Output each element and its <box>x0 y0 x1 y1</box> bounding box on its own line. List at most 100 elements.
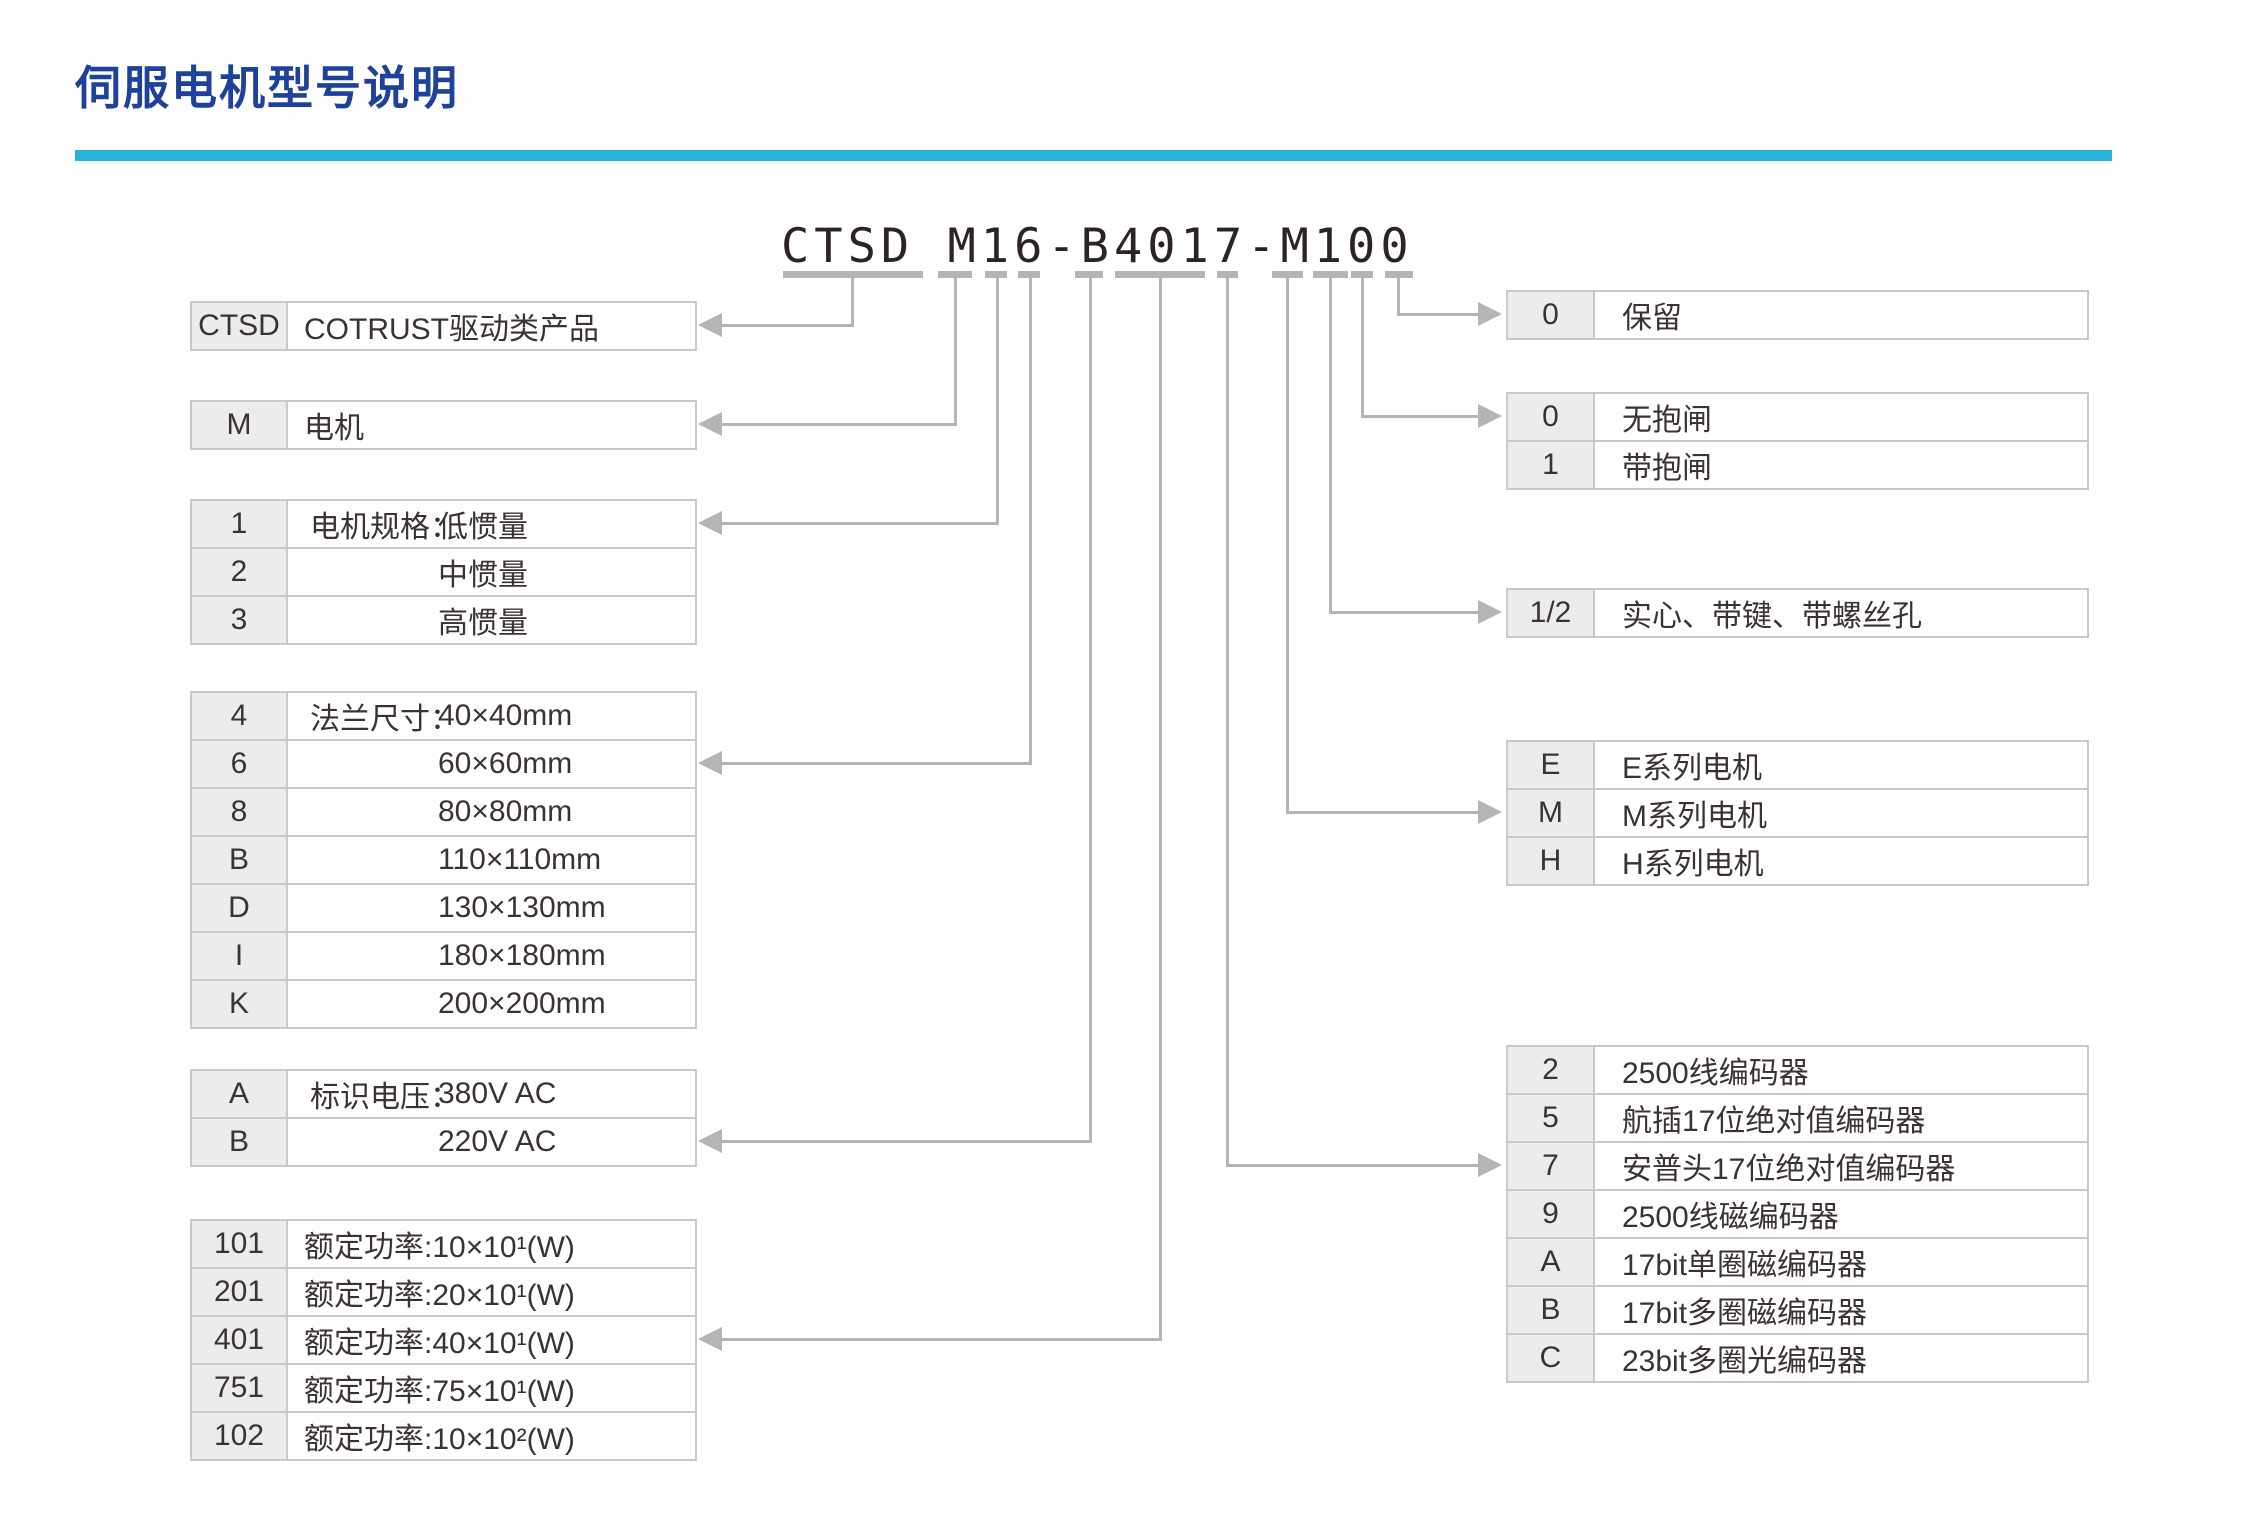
description-cell: 17bit单圈磁编码器 <box>1622 1249 1868 1282</box>
arrowhead-right-icon <box>1478 1153 1502 1177</box>
connector-line-vertical <box>1361 277 1364 418</box>
description-cell: 电机 <box>304 412 364 445</box>
title-underline-rule <box>75 150 2112 161</box>
connector-line-vertical <box>1286 277 1289 814</box>
description-label: 法兰尺寸： <box>310 703 460 736</box>
connector-line-horizontal <box>722 1140 1091 1143</box>
description-label: 标识电压： <box>310 1081 460 1114</box>
code-cell: 1 <box>1508 442 1595 488</box>
code-cell: 201 <box>192 1269 288 1315</box>
description-cell: 180×180mm <box>288 933 695 979</box>
connector-line-vertical <box>1029 277 1032 765</box>
description-cell: COTRUST驱动类产品 <box>304 313 599 346</box>
code-cell: 2 <box>1508 1047 1595 1093</box>
table-row: B 110×110mm <box>192 837 695 885</box>
code-cell: D <box>192 885 288 931</box>
description-cell: 220V AC <box>288 1119 695 1165</box>
description-cell: 130×130mm <box>288 885 695 931</box>
description-cell: H系列电机 <box>1622 848 1764 881</box>
code-cell: B <box>192 837 288 883</box>
description-cell: 200×200mm <box>288 981 695 1027</box>
code-cell: 7 <box>1508 1143 1595 1189</box>
description-value: 110×110mm <box>438 843 602 876</box>
description-cell: 中惯量 <box>288 549 695 595</box>
description-cell: 额定功率:10×10²(W) <box>304 1423 575 1456</box>
description-cell: 60×60mm <box>288 741 695 787</box>
code-cell: B <box>1508 1287 1595 1333</box>
connector-line-horizontal <box>722 762 1031 765</box>
connector-line-vertical <box>996 277 999 525</box>
description-value: 220V AC <box>438 1125 557 1158</box>
code-cell: M <box>192 402 288 448</box>
arrowhead-right-icon <box>1478 404 1502 428</box>
description-value: 200×200mm <box>438 987 606 1020</box>
model-number-text: CTSD M16-B4017-M100 <box>781 219 1414 274</box>
code-cell: 0 <box>1508 394 1595 440</box>
description-cell: 17bit多圈磁编码器 <box>1622 1297 1868 1330</box>
connector-line-horizontal <box>722 522 998 525</box>
code-cell: 101 <box>192 1221 288 1267</box>
char-underline-mark <box>783 271 923 278</box>
char-underline-mark <box>1272 271 1303 278</box>
table-row: M 电机 <box>192 402 695 448</box>
char-underline-mark <box>1313 271 1348 278</box>
code-cell: K <box>192 981 288 1027</box>
arrowhead-left-icon <box>698 313 722 337</box>
table-row: M M系列电机 <box>1508 790 2087 838</box>
connector-line-horizontal <box>1286 811 1478 814</box>
code-cell: B <box>192 1119 288 1165</box>
table-row: 201 额定功率:20×10¹(W) <box>192 1269 695 1317</box>
description-cell: 标识电压：380V AC <box>288 1071 695 1117</box>
connector-line-vertical <box>851 277 854 327</box>
code-cell: 2 <box>192 549 288 595</box>
code-cell: 4 <box>192 693 288 739</box>
description-value: 60×60mm <box>438 747 573 780</box>
arrowhead-left-icon <box>698 1327 722 1351</box>
code-cell: M <box>1508 790 1595 836</box>
description-value: 80×80mm <box>438 795 573 828</box>
connector-line-horizontal <box>722 324 853 327</box>
description-cell: 额定功率:10×10¹(W) <box>304 1231 575 1264</box>
description-cell: 额定功率:20×10¹(W) <box>304 1279 575 1312</box>
code-cell: 5 <box>1508 1095 1595 1141</box>
description-cell: M系列电机 <box>1622 800 1767 833</box>
connector-line-horizontal <box>1329 611 1478 614</box>
code-cell: 751 <box>192 1365 288 1411</box>
char-underline-mark <box>1217 271 1238 278</box>
code-cell: H <box>1508 838 1595 884</box>
arrowhead-left-icon <box>698 412 722 436</box>
code-cell: E <box>1508 742 1595 788</box>
arrowhead-right-icon <box>1478 600 1502 624</box>
connector-line-horizontal <box>1361 415 1478 418</box>
table-motor: M 电机 <box>190 400 697 450</box>
connector-line-vertical <box>1159 277 1162 1341</box>
connector-line-vertical <box>1329 277 1332 614</box>
table-row: K 200×200mm <box>192 981 695 1027</box>
description-cell: 无抱闸 <box>1622 404 1712 437</box>
arrowhead-right-icon <box>1478 800 1502 824</box>
description-cell: 额定功率:40×10¹(W) <box>304 1327 575 1360</box>
description-value: 40×40mm <box>438 699 573 732</box>
char-underline-mark <box>938 271 972 278</box>
